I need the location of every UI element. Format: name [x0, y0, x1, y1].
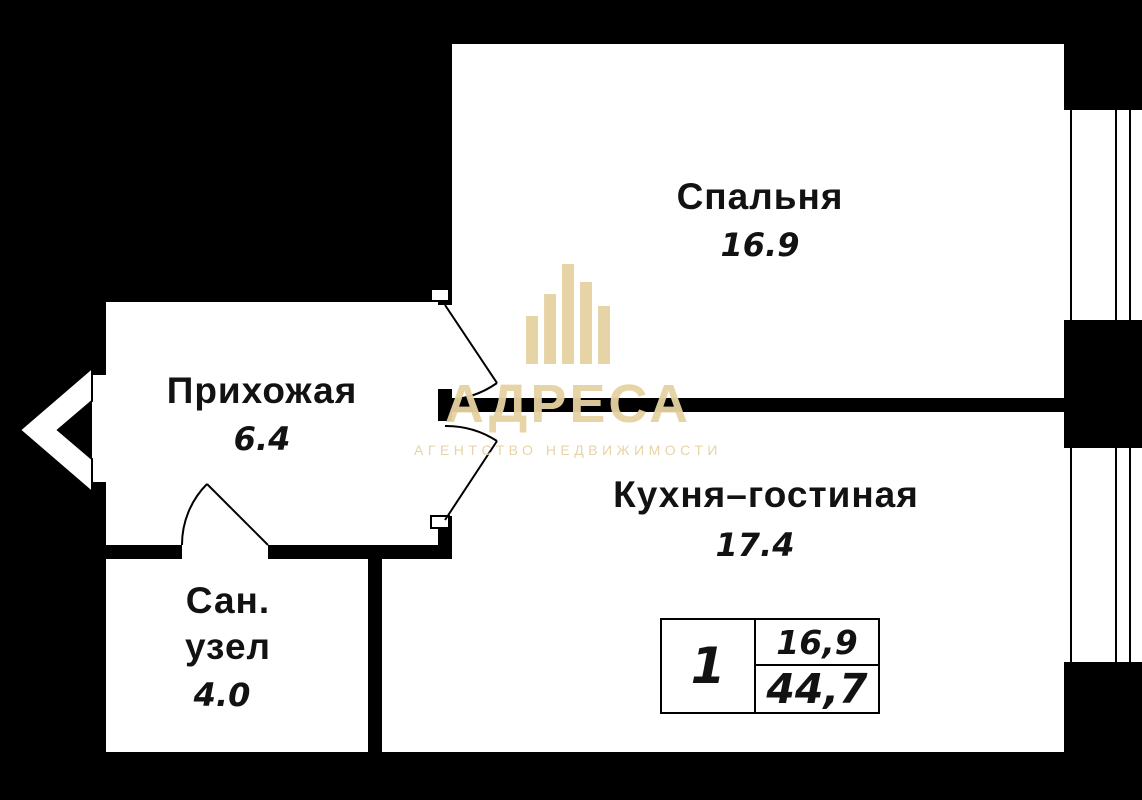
bedroom-window: [1064, 110, 1142, 320]
entrance-arrow-icon: [18, 365, 93, 495]
hallway-floor: [106, 302, 438, 545]
kitchen-window: [1064, 448, 1142, 662]
apartment-info-table: 1 16,9 44,7: [660, 618, 880, 714]
bathroom-door-opening: [182, 545, 268, 559]
bathroom-label-line1: Сан.: [185, 580, 271, 621]
hallway-area: 6.4: [233, 420, 291, 458]
total-area-value: 44,7: [766, 665, 868, 713]
bedroom-label: Спальня: [676, 176, 844, 217]
hallway-label: Прихожая: [166, 370, 358, 411]
bathroom-label-line2: узел: [184, 626, 272, 667]
kitchen-label: Кухня–гостиная: [613, 474, 919, 515]
kitchen-door-opening: [438, 421, 452, 516]
rooms-count-value: 1: [662, 620, 756, 712]
bedroom-floor: [452, 44, 1064, 398]
entrance-opening: [92, 375, 106, 482]
bathroom-floor: [106, 559, 368, 752]
door-jamb-mark: [430, 288, 450, 302]
kitchen-area: 17.4: [715, 526, 795, 564]
living-area-value: 16,9: [756, 620, 878, 666]
bedroom-door-opening: [438, 305, 452, 389]
bedroom-area: 16.9: [720, 226, 800, 264]
bathroom-label: Сан. узел: [185, 578, 271, 670]
kitchen-floor-left: [382, 559, 452, 752]
bathroom-area: 4.0: [193, 676, 251, 714]
door-jamb-mark: [430, 515, 450, 529]
